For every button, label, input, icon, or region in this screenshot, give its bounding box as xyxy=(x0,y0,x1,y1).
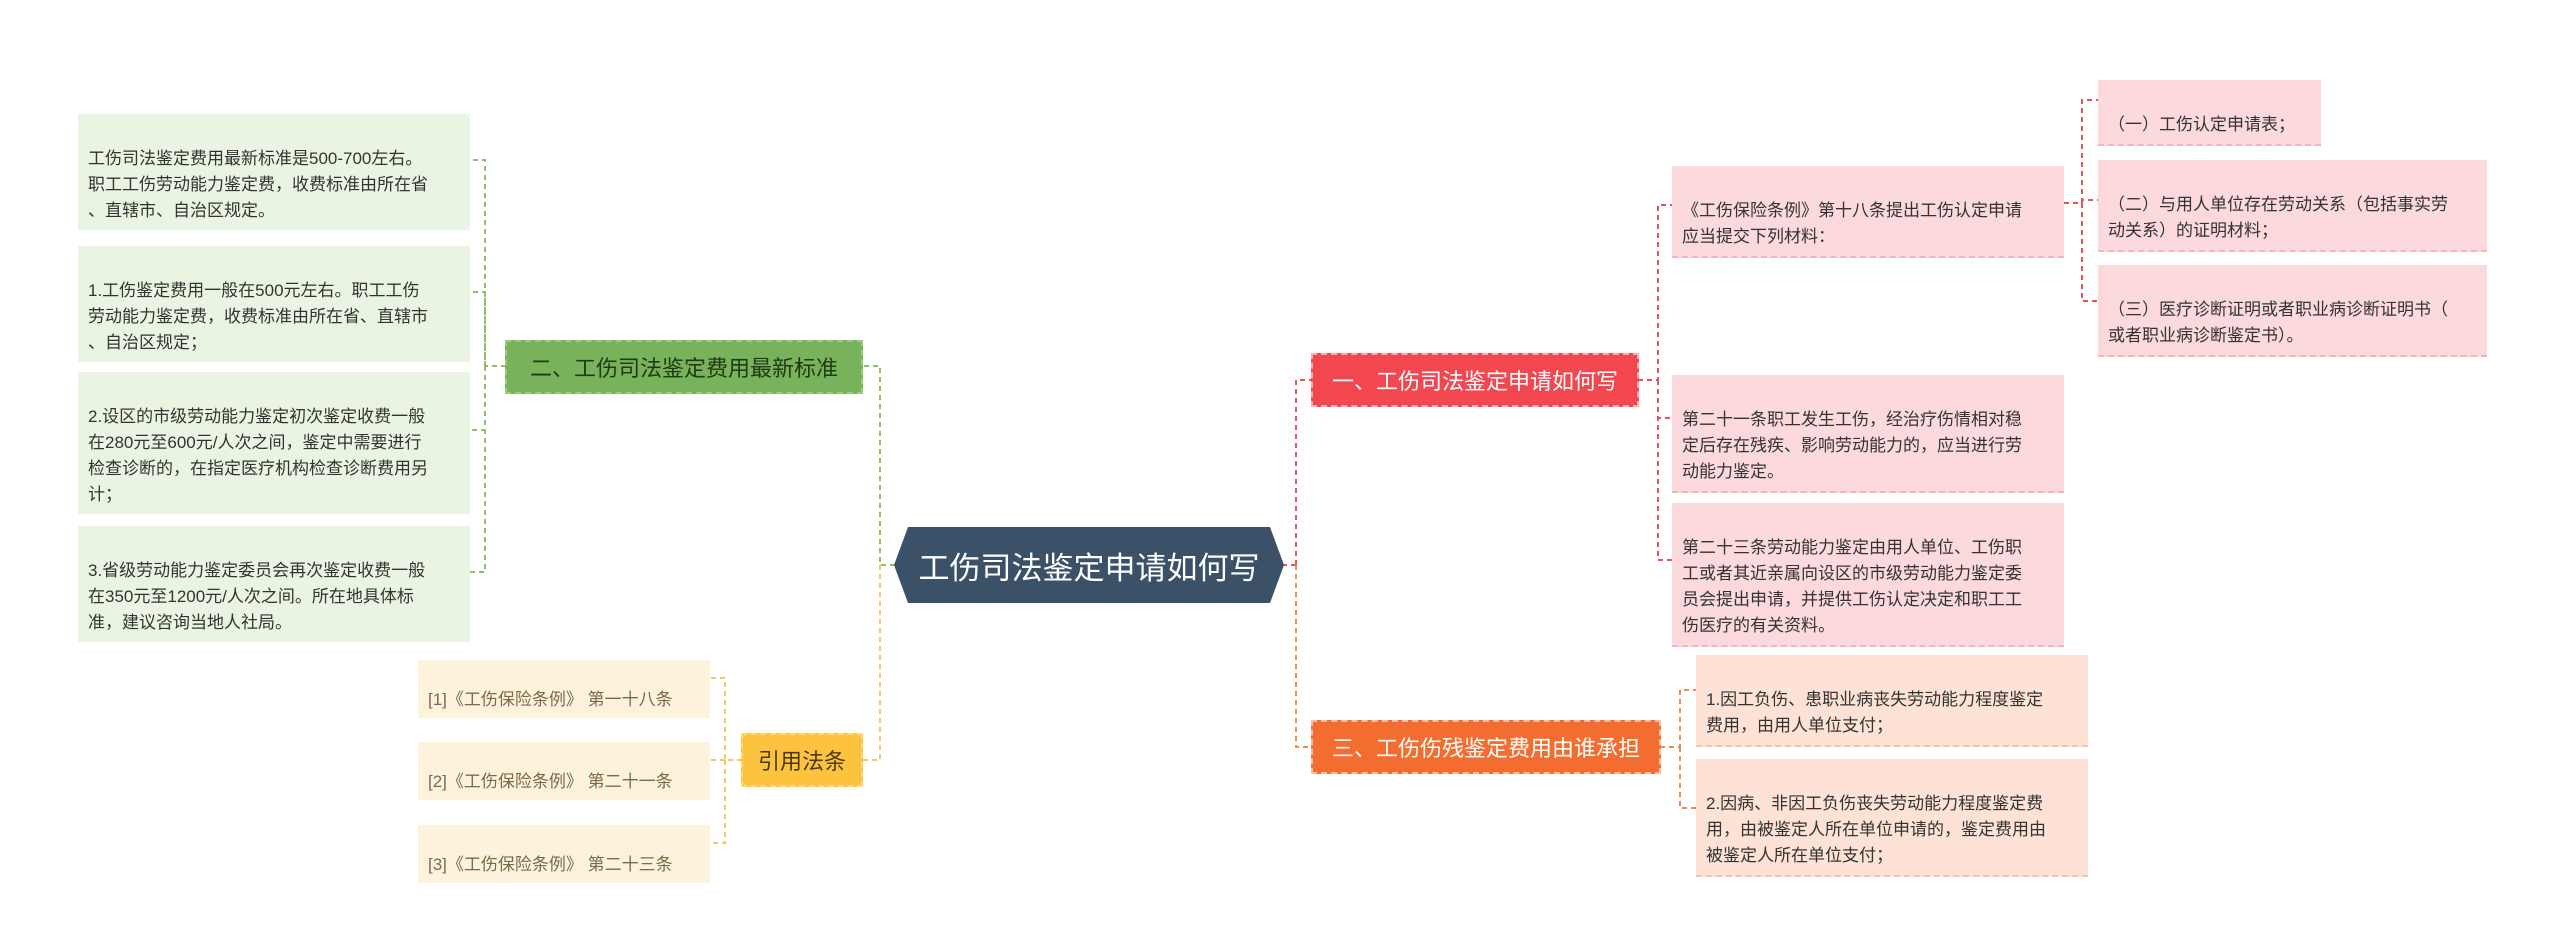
leaf-citation-21-text: [2]《工伤保险条例》 第二十一条 xyxy=(428,772,673,791)
link-b1-c1 xyxy=(1638,204,1672,381)
leaf-fee-500[interactable]: 1.工伤鉴定费用一般在500元左右。职工工伤 劳动能力鉴定费，收费标准由所在省、… xyxy=(78,246,470,362)
leaf-article-21[interactable]: 第二十一条职工发生工伤，经治疗伤情相对稳 定后存在残疾、影响劳动能力的，应当进行… xyxy=(1672,375,2064,493)
leaf-fee-re-appraisal[interactable]: 3.省级劳动能力鉴定委员会再次鉴定收费一般 在350元至1200元/人次之间。所… xyxy=(78,526,470,642)
leaf-employer-pays-text: 1.因工负伤、患职业病丧失劳动能力程度鉴定 费用，由用人单位支付； xyxy=(1706,690,2044,735)
leaf-labor-relation-proof-text: （二）与用人单位存在劳动关系（包括事实劳 动关系）的证明材料； xyxy=(2108,195,2448,240)
leaf-unit-pays-text: 2.因病、非因工负伤丧失劳动能力程度鉴定费 用，由被鉴定人所在单位申请的，鉴定费… xyxy=(1706,794,2046,865)
branch-cited-laws[interactable]: 引用法条 xyxy=(741,733,863,787)
leaf-citation-18-text: [1]《工伤保险条例》 第一十八条 xyxy=(428,690,673,709)
branch-how-to-apply-label: 一、工伤司法鉴定申请如何写 xyxy=(1331,369,1618,394)
link-b1-c2 xyxy=(1657,380,1672,419)
link-b2-c4 xyxy=(470,366,486,573)
leaf-fee-re-appraisal-text: 3.省级劳动能力鉴定委员会再次鉴定收费一般 在350元至1200元/人次之间。所… xyxy=(88,561,426,632)
leaf-article-18-materials[interactable]: 《工伤保险条例》第十八条提出工伤认定申请 应当提交下列材料： xyxy=(1672,166,2064,258)
link-c1-g1 xyxy=(2064,99,2098,204)
branch-cited-laws-label: 引用法条 xyxy=(757,749,846,774)
leaf-application-form-text: （一）工伤认定申请表； xyxy=(2108,115,2295,134)
leaf-fee-standard-summary-text: 工伤司法鉴定费用最新标准是500-700左右。 职工工伤劳动能力鉴定费，收费标准… xyxy=(88,149,428,220)
branch-who-pays-label: 三、工伤伤残鉴定费用由谁承担 xyxy=(1331,736,1640,761)
leaf-article-18-materials-text: 《工伤保险条例》第十八条提出工伤认定申请 应当提交下列材料： xyxy=(1682,201,2022,246)
leaf-medical-certificate[interactable]: （三）医疗诊断证明或者职业病诊断证明书（ 或者职业病诊断鉴定书）。 xyxy=(2098,265,2487,357)
link-b1-c3 xyxy=(1657,380,1672,561)
leaf-application-form[interactable]: （一）工伤认定申请表； xyxy=(2098,80,2321,146)
leaf-fee-500-text: 1.工伤鉴定费用一般在500元左右。职工工伤 劳动能力鉴定费，收费标准由所在省、… xyxy=(88,281,428,352)
leaf-labor-relation-proof[interactable]: （二）与用人单位存在劳动关系（包括事实劳 动关系）的证明材料； xyxy=(2098,160,2487,252)
branch-who-pays[interactable]: 三、工伤伤残鉴定费用由谁承担 xyxy=(1311,720,1661,774)
leaf-citation-23-text: [3]《工伤保险条例》 第二十三条 xyxy=(428,855,673,874)
leaf-fee-standard-summary[interactable]: 工伤司法鉴定费用最新标准是500-700左右。 职工工伤劳动能力鉴定费，收费标准… xyxy=(78,114,470,230)
link-b4-c1 xyxy=(710,677,742,761)
branch-how-to-apply[interactable]: 一、工伤司法鉴定申请如何写 xyxy=(1311,353,1639,407)
leaf-medical-certificate-text: （三）医疗诊断证明或者职业病诊断证明书（ 或者职业病诊断鉴定书）。 xyxy=(2108,300,2448,345)
leaf-citation-23[interactable]: [3]《工伤保险条例》 第二十三条 xyxy=(418,825,710,883)
branch-fee-standard[interactable]: 二、工伤司法鉴定费用最新标准 xyxy=(505,340,863,394)
link-center-b3 xyxy=(1295,565,1312,748)
branch-fee-standard-label: 二、工伤司法鉴定费用最新标准 xyxy=(529,356,838,381)
center-topic-shape xyxy=(894,527,1284,603)
link-b2-c2 xyxy=(470,291,486,366)
link-c1-g3 xyxy=(2081,203,2098,302)
link-c1-g2 xyxy=(2081,199,2098,203)
link-center-b4 xyxy=(862,565,881,761)
link-b3-c1 xyxy=(1660,689,1696,748)
leaf-article-23-text: 第二十三条劳动能力鉴定由用人单位、工伤职 工或者其近亲属向设区的市级劳动能力鉴定… xyxy=(1682,538,2022,635)
link-b2-c1 xyxy=(470,159,506,367)
leaf-employer-pays[interactable]: 1.因工负伤、患职业病丧失劳动能力程度鉴定 费用，由用人单位支付； xyxy=(1696,655,2088,747)
center-topic[interactable]: 工伤司法鉴定申请如何写 xyxy=(894,527,1284,603)
link-b3-c2 xyxy=(1679,747,1696,809)
link-b4-c3 xyxy=(710,760,726,844)
link-center-b2 xyxy=(862,365,895,566)
center-topic-label: 工伤司法鉴定申请如何写 xyxy=(918,550,1260,586)
leaf-citation-21[interactable]: [2]《工伤保险条例》 第二十一条 xyxy=(418,742,710,800)
leaf-fee-initial-appraisal-text: 2.设区的市级劳动能力鉴定初次鉴定收费一般 在280元至600元/人次之间，鉴定… xyxy=(88,407,428,504)
leaf-article-21-text: 第二十一条职工发生工伤，经治疗伤情相对稳 定后存在残疾、影响劳动能力的，应当进行… xyxy=(1682,410,2022,481)
leaf-unit-pays[interactable]: 2.因病、非因工负伤丧失劳动能力程度鉴定费 用，由被鉴定人所在单位申请的，鉴定费… xyxy=(1696,759,2088,877)
leaf-fee-initial-appraisal[interactable]: 2.设区的市级劳动能力鉴定初次鉴定收费一般 在280元至600元/人次之间，鉴定… xyxy=(78,372,470,514)
link-b2-c3 xyxy=(470,366,486,431)
leaf-article-23[interactable]: 第二十三条劳动能力鉴定由用人单位、工伤职 工或者其近亲属向设区的市级劳动能力鉴定… xyxy=(1672,503,2064,647)
leaf-citation-18[interactable]: [1]《工伤保险条例》 第一十八条 xyxy=(418,660,710,718)
link-center-b1 xyxy=(1282,379,1312,566)
